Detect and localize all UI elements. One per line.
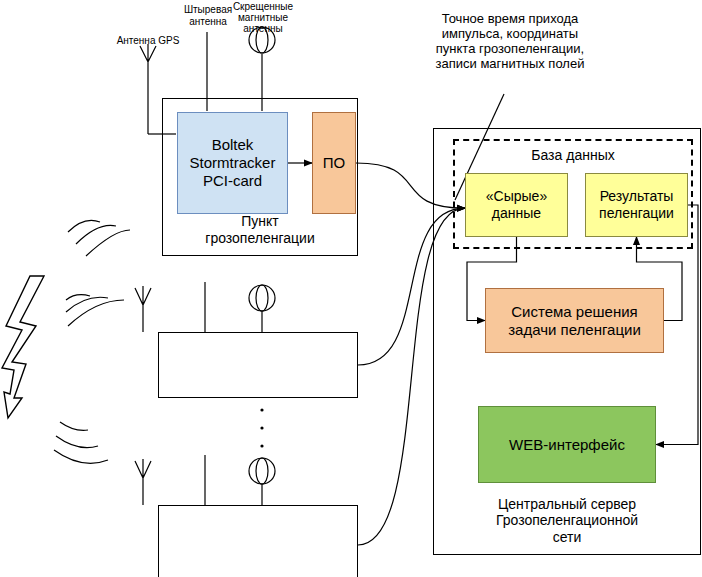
callout-note: Точное время прихода импульса, координат…: [430, 12, 590, 72]
loop-antenna: [249, 285, 275, 311]
node-label: «Сырые» данные: [470, 188, 563, 222]
gps-antenna: [140, 44, 156, 134]
radio-waves: [68, 220, 130, 256]
radio-waves: [66, 295, 124, 326]
node-label: Система решения задачи пеленгации: [490, 303, 659, 339]
node-label: Результаты пеленгации: [590, 188, 683, 222]
loop-antenna: [256, 285, 268, 311]
connector: [288, 162, 312, 163]
antenna-label: Скрещенные магнитные антенны: [222, 1, 304, 34]
whip-antenna: [204, 455, 205, 505]
node-label: База данных: [455, 147, 691, 164]
antenna-label: Антенна GPS: [108, 35, 188, 47]
continuation-dots: [260, 408, 263, 447]
web-box: WEB-интерфейс: [478, 406, 656, 483]
whip-antenna: [204, 282, 205, 332]
loop-antenna: [249, 458, 275, 484]
antenna-label: Штыревая антенна: [178, 4, 238, 28]
station-box: Пункт грозопеленгации Boltek Stormtracker…: [162, 98, 358, 256]
node-label: WEB-интерфейс: [509, 436, 625, 454]
solver-box: Система решения задачи пеленгации: [485, 288, 664, 353]
connector: [358, 208, 465, 365]
connector: [356, 163, 465, 208]
node-label: Центральный сервер Грозопеленгационной с…: [434, 496, 700, 546]
station-box: [158, 332, 358, 398]
node-label: ПО: [323, 154, 345, 172]
antenna-wire: [261, 484, 262, 505]
whip-antenna: [206, 32, 207, 111]
lightning-bolt: [2, 276, 44, 418]
raw-data-box: «Сырые» данные: [465, 173, 568, 237]
station-box: [158, 505, 358, 577]
results-box: Результаты пеленгации: [585, 173, 688, 237]
loop-antenna: [256, 458, 268, 484]
receiver-card: Boltek Stormtracker PCI-card: [177, 112, 288, 214]
antenna-wire: [261, 54, 262, 111]
database-group: База данных «Сырые» данные Результаты пеле…: [453, 139, 693, 249]
gps-antenna: [135, 286, 151, 332]
node-label: Boltek Stormtracker PCI-card: [182, 136, 283, 190]
gps-antenna: [135, 459, 151, 505]
antenna-wire: [261, 311, 262, 332]
software-box: ПО: [312, 112, 356, 214]
connector: [358, 208, 465, 545]
server-box: Центральный сервер Грозопеленгационной с…: [433, 128, 701, 555]
node-label: Пункт грозопеленгации: [163, 213, 357, 247]
radio-waves: [54, 422, 108, 463]
